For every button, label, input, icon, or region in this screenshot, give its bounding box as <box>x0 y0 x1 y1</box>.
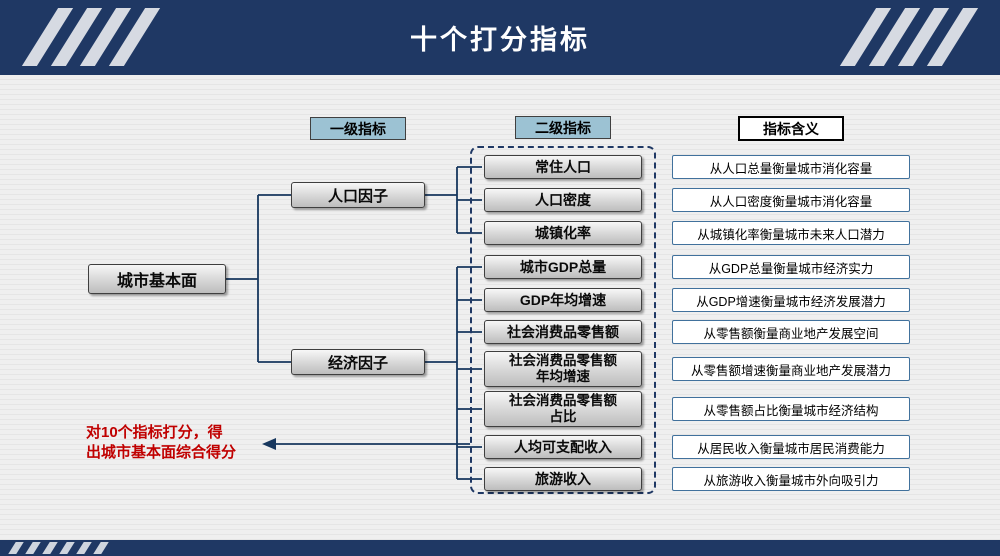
indicator-box: 常住人口 <box>484 155 642 179</box>
indicator-box: 旅游收入 <box>484 467 642 491</box>
indicator-box: 社会消费品零售额 <box>484 320 642 344</box>
score-note: 对10个指标打分，得 出城市基本面综合得分 <box>86 424 237 461</box>
meaning-box: 从零售额增速衡量商业地产发展潜力 <box>672 357 910 381</box>
indicator-box: 社会消费品零售额 年均增速 <box>484 351 642 387</box>
factor-node-economy: 经济因子 <box>291 349 425 375</box>
stripe <box>42 542 58 554</box>
page-title: 十个打分指标 <box>410 25 590 55</box>
indicator-box: 城镇化率 <box>484 221 642 245</box>
column-header-meaning: 指标含义 <box>738 116 844 141</box>
indicator-box: 城市GDP总量 <box>484 255 642 279</box>
root-node-city-fundamentals: 城市基本面 <box>88 264 226 294</box>
meaning-box: 从零售额占比衡量城市经济结构 <box>672 397 910 421</box>
decorative-stripes-right <box>839 8 979 66</box>
meaning-box: 从GDP增速衡量城市经济发展潜力 <box>672 288 910 312</box>
indicator-box: GDP年均增速 <box>484 288 642 312</box>
meaning-box: 从GDP总量衡量城市经济实力 <box>672 255 910 279</box>
decorative-stripes-footer <box>8 542 109 554</box>
meaning-box: 从零售额衡量商业地产发展空间 <box>672 320 910 344</box>
factor-node-population: 人口因子 <box>291 182 425 208</box>
decorative-stripes-left <box>21 8 161 66</box>
stripe <box>76 542 92 554</box>
footer-bar <box>0 540 1000 556</box>
column-header-level2: 二级指标 <box>515 116 611 139</box>
meaning-box: 从人口总量衡量城市消化容量 <box>672 155 910 179</box>
column-header-level1: 一级指标 <box>310 117 406 140</box>
title-bar: 十个打分指标 <box>0 0 1000 75</box>
stripe <box>25 542 41 554</box>
indicator-box: 人均可支配收入 <box>484 435 642 459</box>
meaning-box: 从居民收入衡量城市居民消费能力 <box>672 435 910 459</box>
stripe <box>59 542 75 554</box>
stripe <box>8 542 24 554</box>
stripe <box>93 542 109 554</box>
indicator-box: 人口密度 <box>484 188 642 212</box>
indicator-group-dashed-frame <box>470 146 656 494</box>
meaning-box: 从人口密度衡量城市消化容量 <box>672 188 910 212</box>
meaning-box: 从旅游收入衡量城市外向吸引力 <box>672 467 910 491</box>
meaning-box: 从城镇化率衡量城市未来人口潜力 <box>672 221 910 245</box>
indicator-box: 社会消费品零售额 占比 <box>484 391 642 427</box>
